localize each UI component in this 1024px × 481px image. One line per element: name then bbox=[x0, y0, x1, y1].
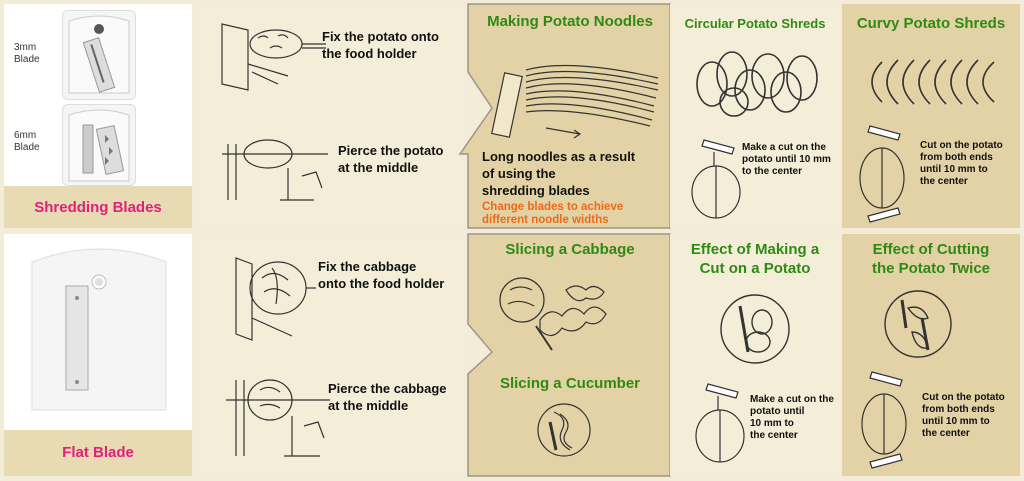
blade-3mm-image bbox=[62, 10, 136, 100]
twice-cut-potato-effect-illustration bbox=[884, 290, 952, 358]
step-fix-cabbage: Fix the cabbage onto the food holder bbox=[318, 259, 445, 291]
noodles-note: Change blades to achieve different noodl… bbox=[482, 201, 624, 226]
curvy-shreds-panel: Curvy Potato Shreds Cut on the potato fr… bbox=[842, 4, 1020, 228]
double-cut-potato-illustration bbox=[859, 125, 905, 223]
pierce-potato-illustration bbox=[222, 139, 328, 201]
cucumber-title: Slicing a Cucumber bbox=[499, 375, 641, 392]
flat-blade-image bbox=[31, 248, 167, 411]
cabbage-title: Slicing a Cabbage bbox=[505, 241, 635, 258]
blade-6mm-label: 6mm Blade bbox=[14, 130, 40, 153]
effect-cut-panel: Effect of Making a Cut on a Potato Make … bbox=[670, 234, 840, 476]
effect-twice-description: Cut on the potato from both ends until 1… bbox=[922, 392, 1005, 439]
food-holder-potato-illustration bbox=[221, 23, 326, 91]
pierce-cabbage-illustration bbox=[226, 379, 330, 457]
step-pierce-potato: Pierce the potato at the middle bbox=[338, 143, 444, 175]
step-fix-potato: Fix the potato onto the food holder bbox=[322, 29, 439, 61]
curvy-description: Cut on the potato from both ends until 1… bbox=[920, 140, 1003, 187]
sliced-cucumber-illustration bbox=[537, 403, 591, 457]
step-pierce-cabbage: Pierce the cabbage at the middle bbox=[328, 381, 447, 413]
shredding-blades-caption-box: Shredding Blades bbox=[4, 186, 192, 228]
blade-6mm-image bbox=[62, 104, 136, 186]
noodles-title: Making Potato Noodles bbox=[487, 13, 653, 30]
circular-shreds-panel: Circular Potato Shreds Make a cut on the… bbox=[670, 4, 840, 228]
blade-6mm-icon bbox=[68, 109, 130, 182]
sliced-cabbage-illustration bbox=[499, 277, 607, 351]
flat-blade-panel: Flat Blade bbox=[4, 234, 192, 476]
noodles-description: Long noodles as a result of using the sh… bbox=[482, 149, 636, 198]
flat-blade-caption-box: Flat Blade bbox=[4, 430, 192, 476]
effect-cut-title: Effect of Making a Cut on a Potato bbox=[690, 241, 820, 277]
flat-blade-caption: Flat Blade bbox=[62, 444, 134, 461]
circular-title: Circular Potato Shreds bbox=[684, 16, 826, 31]
effect-cut-description: Make a cut on the potato until 10 mm to … bbox=[750, 394, 834, 441]
blade-3mm-label: 3mm Blade bbox=[14, 42, 40, 65]
potato-noodles-illustration bbox=[491, 64, 659, 139]
effect-twice-panel: Effect of Cutting the Potato Twice Cut o… bbox=[842, 234, 1020, 476]
effect-twice-title: Effect of Cutting the Potato Twice bbox=[871, 241, 991, 277]
blade-3mm-icon bbox=[68, 15, 130, 94]
curvy-shreds-illustration bbox=[871, 59, 995, 105]
food-holder-cabbage-illustration bbox=[235, 257, 316, 341]
curvy-title: Curvy Potato Shreds bbox=[856, 15, 1006, 32]
cut-potato-effect-illustration bbox=[720, 294, 790, 364]
circular-shreds-illustration bbox=[696, 51, 818, 117]
twice-cut-potato-side-illustration bbox=[861, 371, 907, 469]
cut-potato-illustration bbox=[691, 139, 741, 219]
circular-description: Make a cut on the potato until 10 mm to … bbox=[742, 142, 831, 177]
potato-steps-panel: Fix the potato onto the food holder Pier… bbox=[196, 4, 464, 228]
cut-potato-side-illustration bbox=[695, 383, 745, 463]
shredding-blades-panel: 3mm Blade 6mm Blade Shredding Blades bbox=[4, 4, 192, 228]
cabbage-steps-panel: Fix the cabbage onto the food holder Pie… bbox=[196, 234, 464, 476]
shredding-blades-caption: Shredding Blades bbox=[34, 199, 162, 216]
